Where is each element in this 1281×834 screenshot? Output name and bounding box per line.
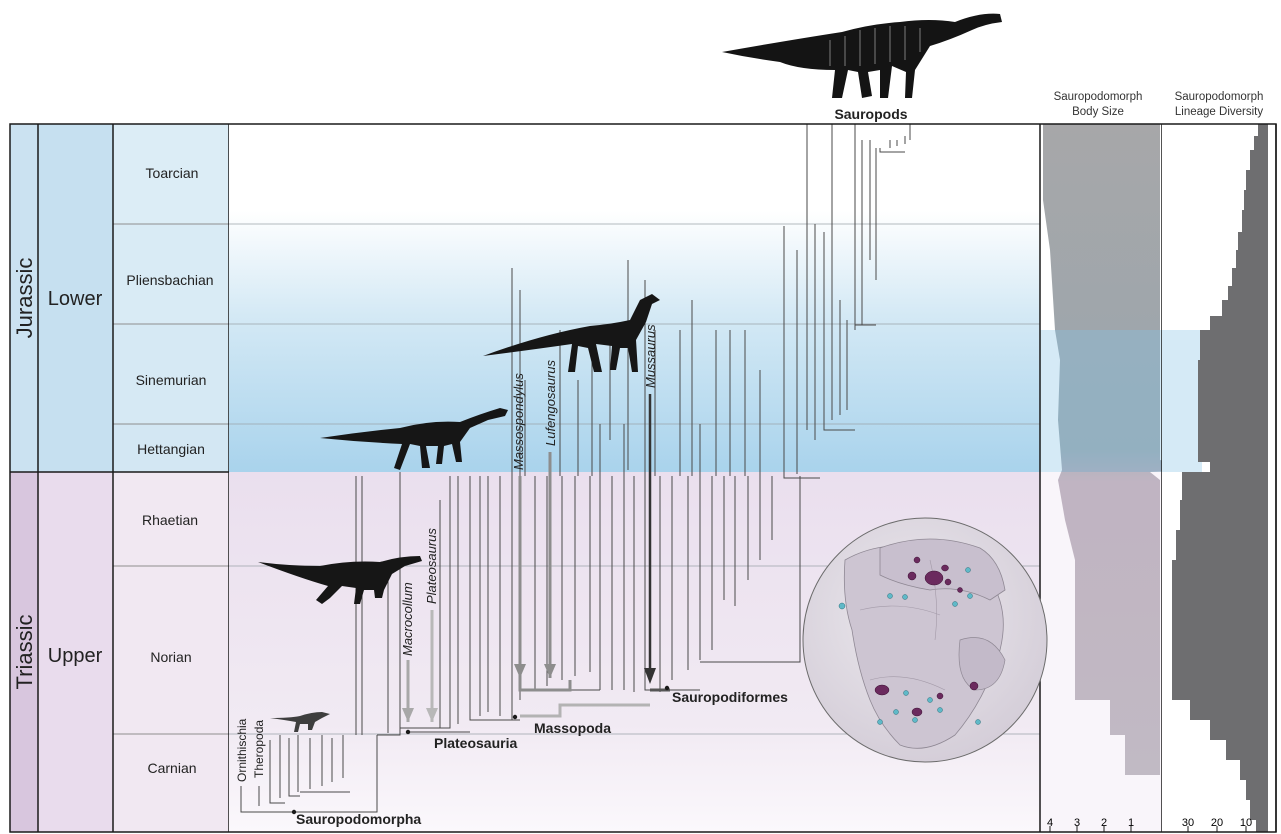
stage-label-toarcian: Toarcian — [146, 165, 199, 181]
body-size-tick: 2 — [1101, 817, 1107, 829]
stage-label-norian: Norian — [150, 649, 191, 665]
diversity-panel: 30 20 10 Sauropodomorph Lineage Diversit… — [1162, 91, 1276, 832]
body-size-title-line2: Body Size — [1072, 106, 1124, 118]
stage-label-rhaetian: Rhaetian — [142, 512, 198, 528]
diversity-title-line1: Sauropodomorph — [1175, 91, 1264, 103]
diversity-tick: 30 — [1182, 817, 1194, 829]
clade-label-sauropodomorpha: Sauropodomorpha — [296, 811, 421, 827]
clade-label-sauropods: Sauropods — [834, 106, 907, 122]
taxon-label-macrocollum: Macrocollum — [400, 582, 415, 656]
taxon-label-plateosaurus: Plateosaurus — [424, 528, 439, 604]
sauropod-silhouette — [722, 14, 1002, 98]
stage-label-pliensbachian: Pliensbachian — [126, 272, 213, 288]
outgroup-label-ornithischia: Ornithischia — [235, 718, 249, 782]
diversity-tick: 20 — [1211, 817, 1223, 829]
clade-label-massopoda: Massopoda — [534, 720, 611, 736]
clade-label-plateosauria: Plateosauria — [434, 735, 517, 751]
taxon-label-massospondylus: Massospondylus — [511, 373, 526, 470]
stage-label-sinemurian: Sinemurian — [136, 372, 207, 388]
epoch-label-lower: Lower — [48, 288, 103, 310]
body-size-tick: 4 — [1047, 817, 1053, 829]
stage-cell — [113, 734, 229, 832]
diversity-tick: 10 — [1240, 817, 1252, 829]
taxon-label-mussaurus: Mussaurus — [643, 324, 658, 388]
clade-label-sauropodiformes: Sauropodiformes — [672, 689, 788, 705]
period-label-jurassic: Jurassic — [12, 258, 37, 339]
body-size-title-line1: Sauropodomorph — [1054, 91, 1143, 103]
body-size-tick: 3 — [1074, 817, 1080, 829]
diversity-title-line2: Lineage Diversity — [1175, 106, 1263, 118]
timescale — [10, 124, 229, 832]
epoch-label-upper: Upper — [48, 645, 103, 667]
outgroup-label-theropoda: Theropoda — [252, 720, 266, 778]
taxon-label-lufengosaurus: Lufengosaurus — [543, 359, 558, 446]
stage-label-hettangian: Hettangian — [137, 441, 205, 457]
period-label-triassic: Triassic — [12, 615, 37, 690]
paleogeographic-globe — [803, 518, 1047, 762]
body-size-tick: 1 — [1128, 817, 1134, 829]
stage-label-carnian: Carnian — [147, 760, 196, 776]
